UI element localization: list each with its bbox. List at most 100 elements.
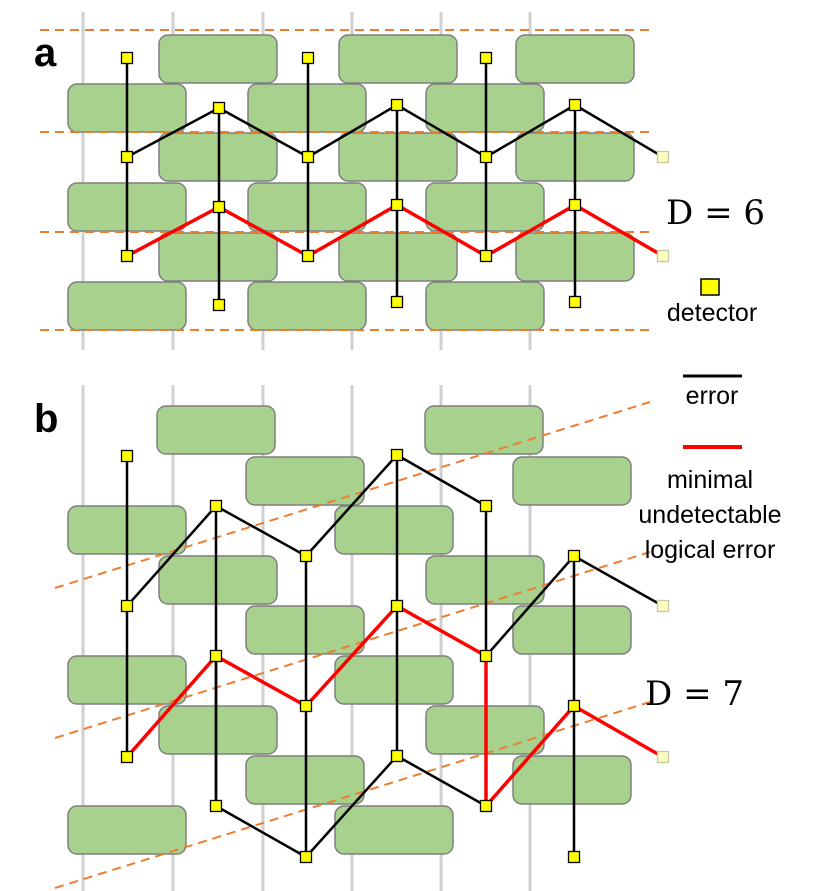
panel-label-a: a <box>34 31 57 75</box>
detector <box>390 98 404 112</box>
gate <box>334 655 454 705</box>
detector <box>479 150 493 164</box>
logical-error-edge <box>396 604 487 658</box>
distance-label-b: D = 7 <box>645 674 744 714</box>
gate <box>512 605 632 655</box>
legend-error-label: error <box>686 382 739 410</box>
logical-error-edge <box>125 654 218 759</box>
gate <box>158 555 278 605</box>
detector <box>390 749 404 763</box>
error-edge <box>215 504 307 558</box>
gate <box>424 405 544 455</box>
detector <box>299 549 313 563</box>
boundary-detector <box>656 599 670 613</box>
legend: detector error minimal undetectable logi… <box>638 278 782 564</box>
gate <box>515 34 635 84</box>
error-edge <box>215 804 307 859</box>
gate <box>512 755 632 805</box>
logical-error-edge <box>307 203 398 258</box>
gates <box>67 34 635 855</box>
gate <box>338 34 458 84</box>
gate <box>334 505 454 555</box>
legend-detector-label: detector <box>667 299 757 327</box>
error-edge <box>396 453 487 508</box>
detector <box>120 750 134 764</box>
boundary-lines <box>40 29 651 889</box>
detector <box>479 799 493 813</box>
error-edge <box>126 505 217 607</box>
detector <box>301 51 315 65</box>
logical-error-edge <box>396 203 487 258</box>
logical-error-edge <box>574 203 664 258</box>
detectors <box>120 51 670 864</box>
distance-label-a: D = 6 <box>666 193 765 233</box>
detector <box>120 249 134 263</box>
detector <box>209 649 223 663</box>
gate <box>156 405 276 455</box>
gate <box>67 281 187 331</box>
error-edge <box>396 754 487 808</box>
logical-error-edge <box>218 205 309 258</box>
detector <box>120 449 134 463</box>
detector <box>567 699 581 713</box>
logical-error-edge <box>485 203 576 258</box>
detector <box>299 850 313 864</box>
error-edge <box>307 103 398 159</box>
error-edges <box>125 58 664 859</box>
gate <box>158 705 278 755</box>
panel-label-b: b <box>34 397 58 441</box>
error-edge <box>305 755 398 858</box>
detector <box>568 198 582 212</box>
boundary-detector <box>656 750 670 764</box>
error-edge <box>485 555 575 657</box>
detector <box>390 599 404 613</box>
detector <box>390 295 404 309</box>
error-edge <box>126 106 220 159</box>
error-edge <box>396 103 487 159</box>
legend-logical-error-line-2: undetectable <box>638 501 781 529</box>
boundary-detector <box>656 150 670 164</box>
gate <box>247 281 367 331</box>
legend-logical-error-line-1: minimal <box>667 466 753 494</box>
detector <box>390 198 404 212</box>
detector <box>301 249 315 263</box>
detector <box>209 799 223 813</box>
detector <box>567 850 581 864</box>
detector <box>212 101 226 115</box>
logical-error-edge <box>215 654 307 708</box>
detector <box>120 51 134 65</box>
legend-logical-error-line-3: logical error <box>645 536 776 564</box>
error-edge <box>305 454 398 557</box>
gate <box>67 805 187 855</box>
logical-error-edge <box>573 704 664 759</box>
gate <box>158 34 278 84</box>
legend-detector-marker <box>700 278 720 296</box>
gate <box>334 805 454 855</box>
error-edge <box>485 103 576 159</box>
gate <box>245 456 365 506</box>
detector <box>212 298 226 312</box>
logical-error-edge <box>484 704 576 808</box>
boundary-detector <box>656 249 670 263</box>
detector <box>479 249 493 263</box>
detector <box>212 200 226 214</box>
detector <box>209 499 223 513</box>
detector <box>299 699 313 713</box>
detector <box>567 549 581 563</box>
detector <box>568 98 582 112</box>
gate <box>425 281 545 331</box>
error-edge <box>218 106 309 159</box>
logical-error-edge <box>304 604 399 708</box>
detector <box>390 448 404 462</box>
detector <box>120 150 134 164</box>
detector <box>301 150 315 164</box>
detector <box>479 649 493 663</box>
error-edge <box>574 103 664 159</box>
gate <box>512 456 632 506</box>
detector <box>479 499 493 513</box>
detector <box>479 51 493 65</box>
detector <box>120 599 134 613</box>
logical-error-edge <box>126 205 220 258</box>
error-edge <box>573 554 664 608</box>
